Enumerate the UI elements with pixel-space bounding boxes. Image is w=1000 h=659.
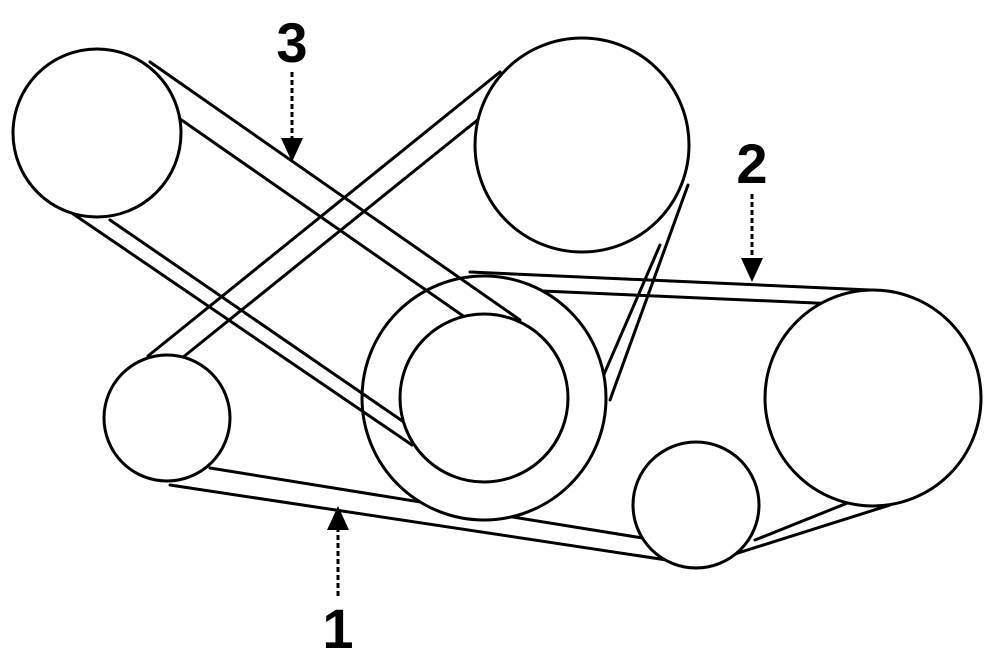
callout-1: 1 [322,506,354,659]
callout-2: 2 [736,132,768,282]
pulley-top-right [473,36,691,254]
pulley-right-large [763,288,983,508]
arrowhead-1 [327,506,349,530]
callout-3: 3 [276,11,308,162]
belt-2 [468,270,872,307]
pulley-left-small [102,353,232,483]
callout-label-2: 2 [736,132,767,195]
pulley-top-left [11,47,183,219]
pulley-bottom-small [631,440,761,570]
belt-3 [58,60,522,447]
pulley-center-inner [398,312,570,484]
callout-label-1: 1 [322,597,353,659]
arrowhead-2 [741,258,763,282]
callout-label-3: 3 [276,11,307,74]
arrowhead-3 [281,138,303,162]
